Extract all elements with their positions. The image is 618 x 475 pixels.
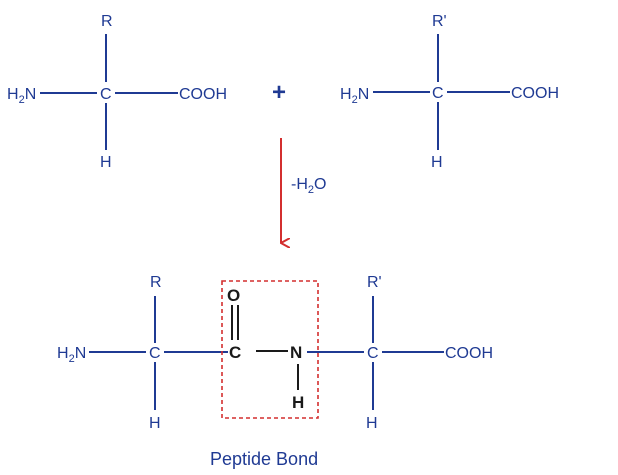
- aa2-carboxyl: COOH: [511, 85, 559, 102]
- aa1-amine: H2N: [7, 86, 36, 106]
- dp-alpha-carbon-2: C: [367, 345, 379, 362]
- dp-hydrogen-2: H: [366, 415, 378, 432]
- dp-amine: H2N: [57, 345, 86, 365]
- aa1-hydrogen: H: [100, 154, 112, 171]
- aa1-carboxyl: COOH: [179, 86, 227, 103]
- dp-carboxyl: COOH: [445, 345, 493, 362]
- peptide-bond-caption: Peptide Bond: [210, 449, 318, 469]
- dp-alpha-carbon-1: C: [149, 345, 161, 362]
- dp-hydrogen-1: H: [149, 415, 161, 432]
- aa2-hydrogen: H: [431, 154, 443, 171]
- dipeptide: R H2N C H O C N H R' C COOH H: [57, 274, 493, 432]
- dp-side-chain-2: R': [367, 274, 382, 291]
- plus-sign: +: [272, 79, 286, 106]
- dp-carbonyl-oxygen: O: [227, 286, 240, 305]
- aa2-side-chain: R': [432, 13, 447, 30]
- amino-acid-2: R' H2N C COOH H: [340, 13, 559, 171]
- dp-amide-hydrogen: H: [292, 393, 304, 412]
- amino-acid-1: R H2N C COOH H: [7, 13, 227, 171]
- aa2-alpha-carbon: C: [432, 85, 444, 102]
- reaction-label: -H2O: [291, 176, 326, 196]
- peptide-bond-highlight-box: [221, 280, 319, 419]
- dp-side-chain-1: R: [150, 274, 162, 291]
- dp-carbonyl-carbon: C: [229, 343, 241, 362]
- dp-amide-nitrogen: N: [290, 343, 302, 362]
- aa2-amine: H2N: [340, 86, 369, 106]
- aa1-side-chain: R: [101, 13, 113, 30]
- aa1-alpha-carbon: C: [100, 86, 112, 103]
